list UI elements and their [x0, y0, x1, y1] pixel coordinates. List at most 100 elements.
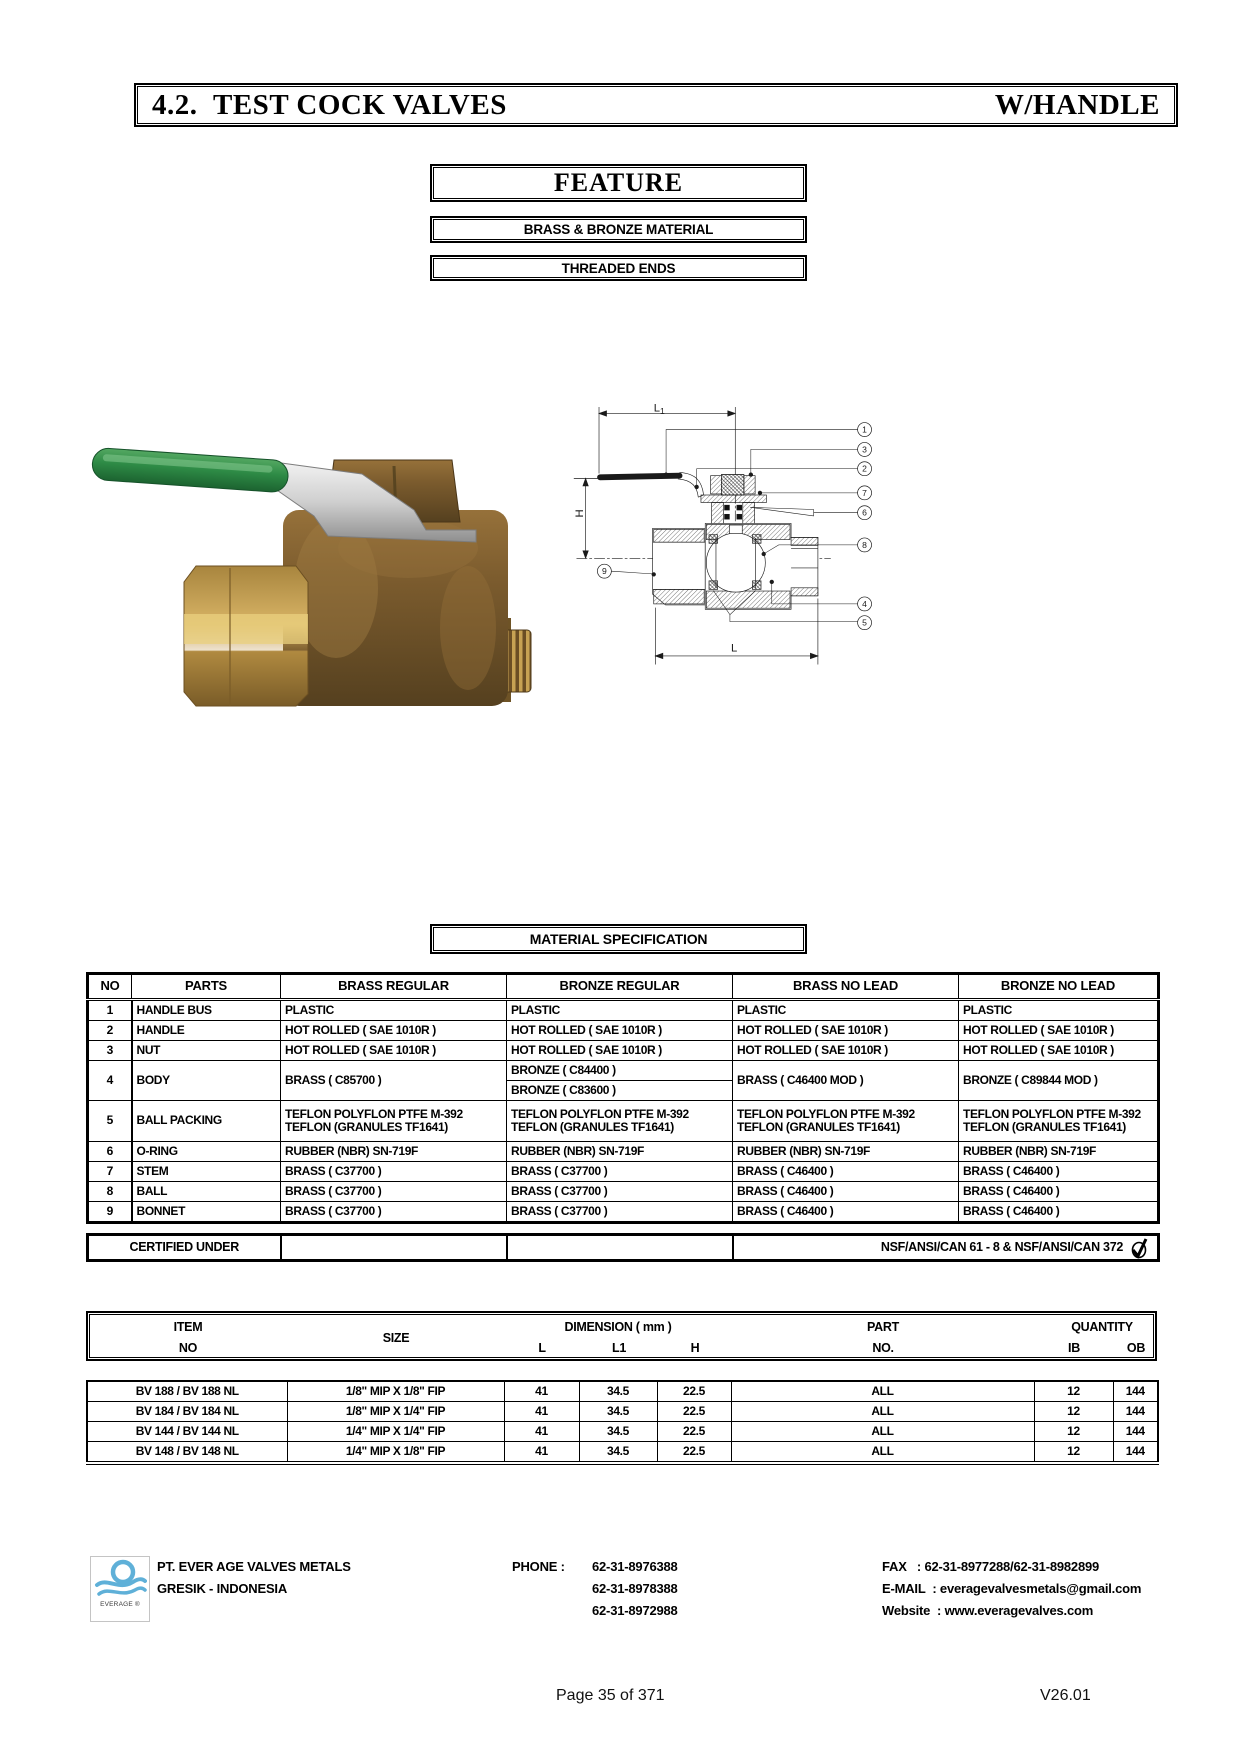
svg-text:4: 4	[862, 599, 867, 609]
page-title-bar: 4.2. TEST COCK VALVES W/HANDLE	[134, 83, 1178, 127]
callout-5: 5	[857, 615, 872, 631]
spec-cell: BRASS ( C37700 )	[506, 1201, 733, 1223]
spec-cell: RUBBER (NBR) SN-719F	[732, 1141, 959, 1162]
phone-label: PHONE :	[512, 1559, 565, 1574]
svg-text:3: 3	[862, 444, 867, 454]
spec-header: BRONZE REGULAR	[506, 973, 733, 1001]
spec-cell: BRONZE ( C83600 )	[506, 1080, 733, 1101]
everage-logo-text: EVERAGE ®	[100, 1601, 140, 1608]
svg-text:8: 8	[862, 540, 867, 550]
item-cell: 34.5	[578, 1441, 658, 1464]
item-cell: 1/8" MIP X 1/4" FIP	[286, 1401, 505, 1422]
phone-number: 62-31-8978388	[592, 1581, 678, 1596]
spec-cell: PLASTIC	[506, 999, 733, 1021]
spec-cell: BRASS ( C85700 )	[280, 1060, 507, 1101]
certified-row: CERTIFIED UNDER NSF/ANSI/CAN 61 - 8 & NS…	[86, 1233, 1160, 1262]
item-cell: 22.5	[656, 1380, 732, 1402]
certified-value-cell: NSF/ANSI/CAN 61 - 8 & NSF/ANSI/CAN 372	[731, 1233, 1160, 1262]
material-label: BRASS & BRONZE MATERIAL	[523, 222, 714, 237]
spec-cell: HOT ROLLED ( SAE 1010R )	[732, 1020, 959, 1041]
spec-cell: 6	[87, 1141, 133, 1162]
spec-header: BRASS REGULAR	[280, 973, 507, 1001]
photo-handle-grip	[91, 447, 289, 493]
spec-cell: BRASS ( C46400 )	[958, 1181, 1159, 1202]
spec-cell: BRASS ( C46400 )	[958, 1161, 1159, 1182]
item-cell: BV 188 / BV 188 NL	[86, 1380, 288, 1402]
item-cell: 1/4" MIP X 1/8" FIP	[286, 1441, 505, 1464]
item-cell: BV 144 / BV 144 NL	[86, 1421, 288, 1442]
spec-header: PARTS	[131, 973, 281, 1001]
spec-header: BRONZE NO LEAD	[958, 973, 1159, 1001]
spec-cell: BODY	[131, 1060, 281, 1101]
material-banner: BRASS & BRONZE MATERIAL	[430, 216, 807, 243]
spec-cell: HANDLE BUS	[131, 999, 281, 1021]
company-info: PT. EVER AGE VALVES METALS GRESIK - INDO…	[157, 1556, 351, 1600]
item-cell: 1/4" MIP X 1/4" FIP	[286, 1421, 505, 1442]
item-cell: 41	[503, 1441, 580, 1464]
callout-1: 1	[857, 422, 872, 437]
callout-8: 8	[857, 537, 872, 553]
item-cell: 34.5	[578, 1380, 658, 1402]
item-cell: 22.5	[656, 1401, 732, 1422]
photo-handle-arm	[273, 461, 477, 543]
spec-cell: BRASS ( C46400 )	[732, 1181, 959, 1202]
spec-cell: 7	[87, 1161, 133, 1182]
phone-number: 62-31-8972988	[592, 1603, 678, 1618]
col-ob: OB	[1126, 1341, 1146, 1355]
spec-cell: 9	[87, 1201, 133, 1223]
item-cell: 144	[1112, 1421, 1159, 1442]
product-photo	[91, 447, 532, 707]
page-number: Page 35 of 371	[556, 1687, 665, 1704]
spec-cell: BRASS ( C46400 )	[732, 1201, 959, 1223]
spec-cell: HOT ROLLED ( SAE 1010R )	[958, 1020, 1159, 1041]
callout-9: 9	[597, 563, 612, 579]
item-cell: 1/8" MIP X 1/8" FIP	[286, 1380, 505, 1402]
spec-header: NO	[87, 973, 132, 1001]
callout-6: 6	[857, 505, 872, 521]
spec-cell: 1	[87, 999, 133, 1021]
spec-cell: PLASTIC	[732, 999, 959, 1021]
item-cell: 144	[1112, 1380, 1159, 1402]
spec-cell: BRONZE ( C84400 )	[506, 1060, 733, 1081]
threaded-label: THREADED ENDS	[561, 260, 676, 276]
spec-cell: BRASS ( C37700 )	[280, 1181, 507, 1202]
item-cell: ALL	[730, 1401, 1035, 1422]
svg-text:2: 2	[862, 464, 867, 474]
spec-cell: PLASTIC	[280, 999, 507, 1021]
dim-l-label: L	[731, 643, 737, 655]
col-part: PART	[867, 1320, 899, 1334]
phone-numbers: 62-31-8976388 62-31-8978388 62-31-897298…	[592, 1556, 678, 1622]
spec-cell: BRASS ( C37700 )	[506, 1161, 733, 1182]
spec-title-label: MATERIAL SPECIFICATION	[529, 931, 708, 947]
item-cell: BV 148 / BV 148 NL	[86, 1441, 288, 1464]
spec-cell: HOT ROLLED ( SAE 1010R )	[958, 1040, 1159, 1061]
item-cell: 12	[1033, 1380, 1114, 1402]
version-label: V26.01	[1040, 1687, 1091, 1704]
feature-banner: FEATURE	[430, 164, 807, 202]
callout-4: 4	[857, 596, 872, 612]
spec-cell: HOT ROLLED ( SAE 1010R )	[506, 1040, 733, 1061]
item-cell: ALL	[730, 1380, 1035, 1402]
col-quantity: QUANTITY	[1071, 1320, 1133, 1334]
spec-cell: O-RING	[131, 1141, 281, 1162]
spec-cell: PLASTIC	[958, 999, 1159, 1021]
spec-cell: 3	[87, 1040, 133, 1061]
dim-l1-label: L1	[654, 402, 665, 416]
spec-cell: RUBBER (NBR) SN-719F	[506, 1141, 733, 1162]
item-cell: 34.5	[578, 1401, 658, 1422]
item-cell: 144	[1112, 1401, 1159, 1422]
item-cell: BV 184 / BV 184 NL	[86, 1401, 288, 1422]
everage-logo-box: EVERAGE ®	[90, 1556, 150, 1622]
item-cell: 22.5	[656, 1441, 732, 1464]
item-cell: 12	[1033, 1421, 1114, 1442]
spec-cell: NUT	[131, 1040, 281, 1061]
phone-number: 62-31-8976388	[592, 1559, 678, 1574]
